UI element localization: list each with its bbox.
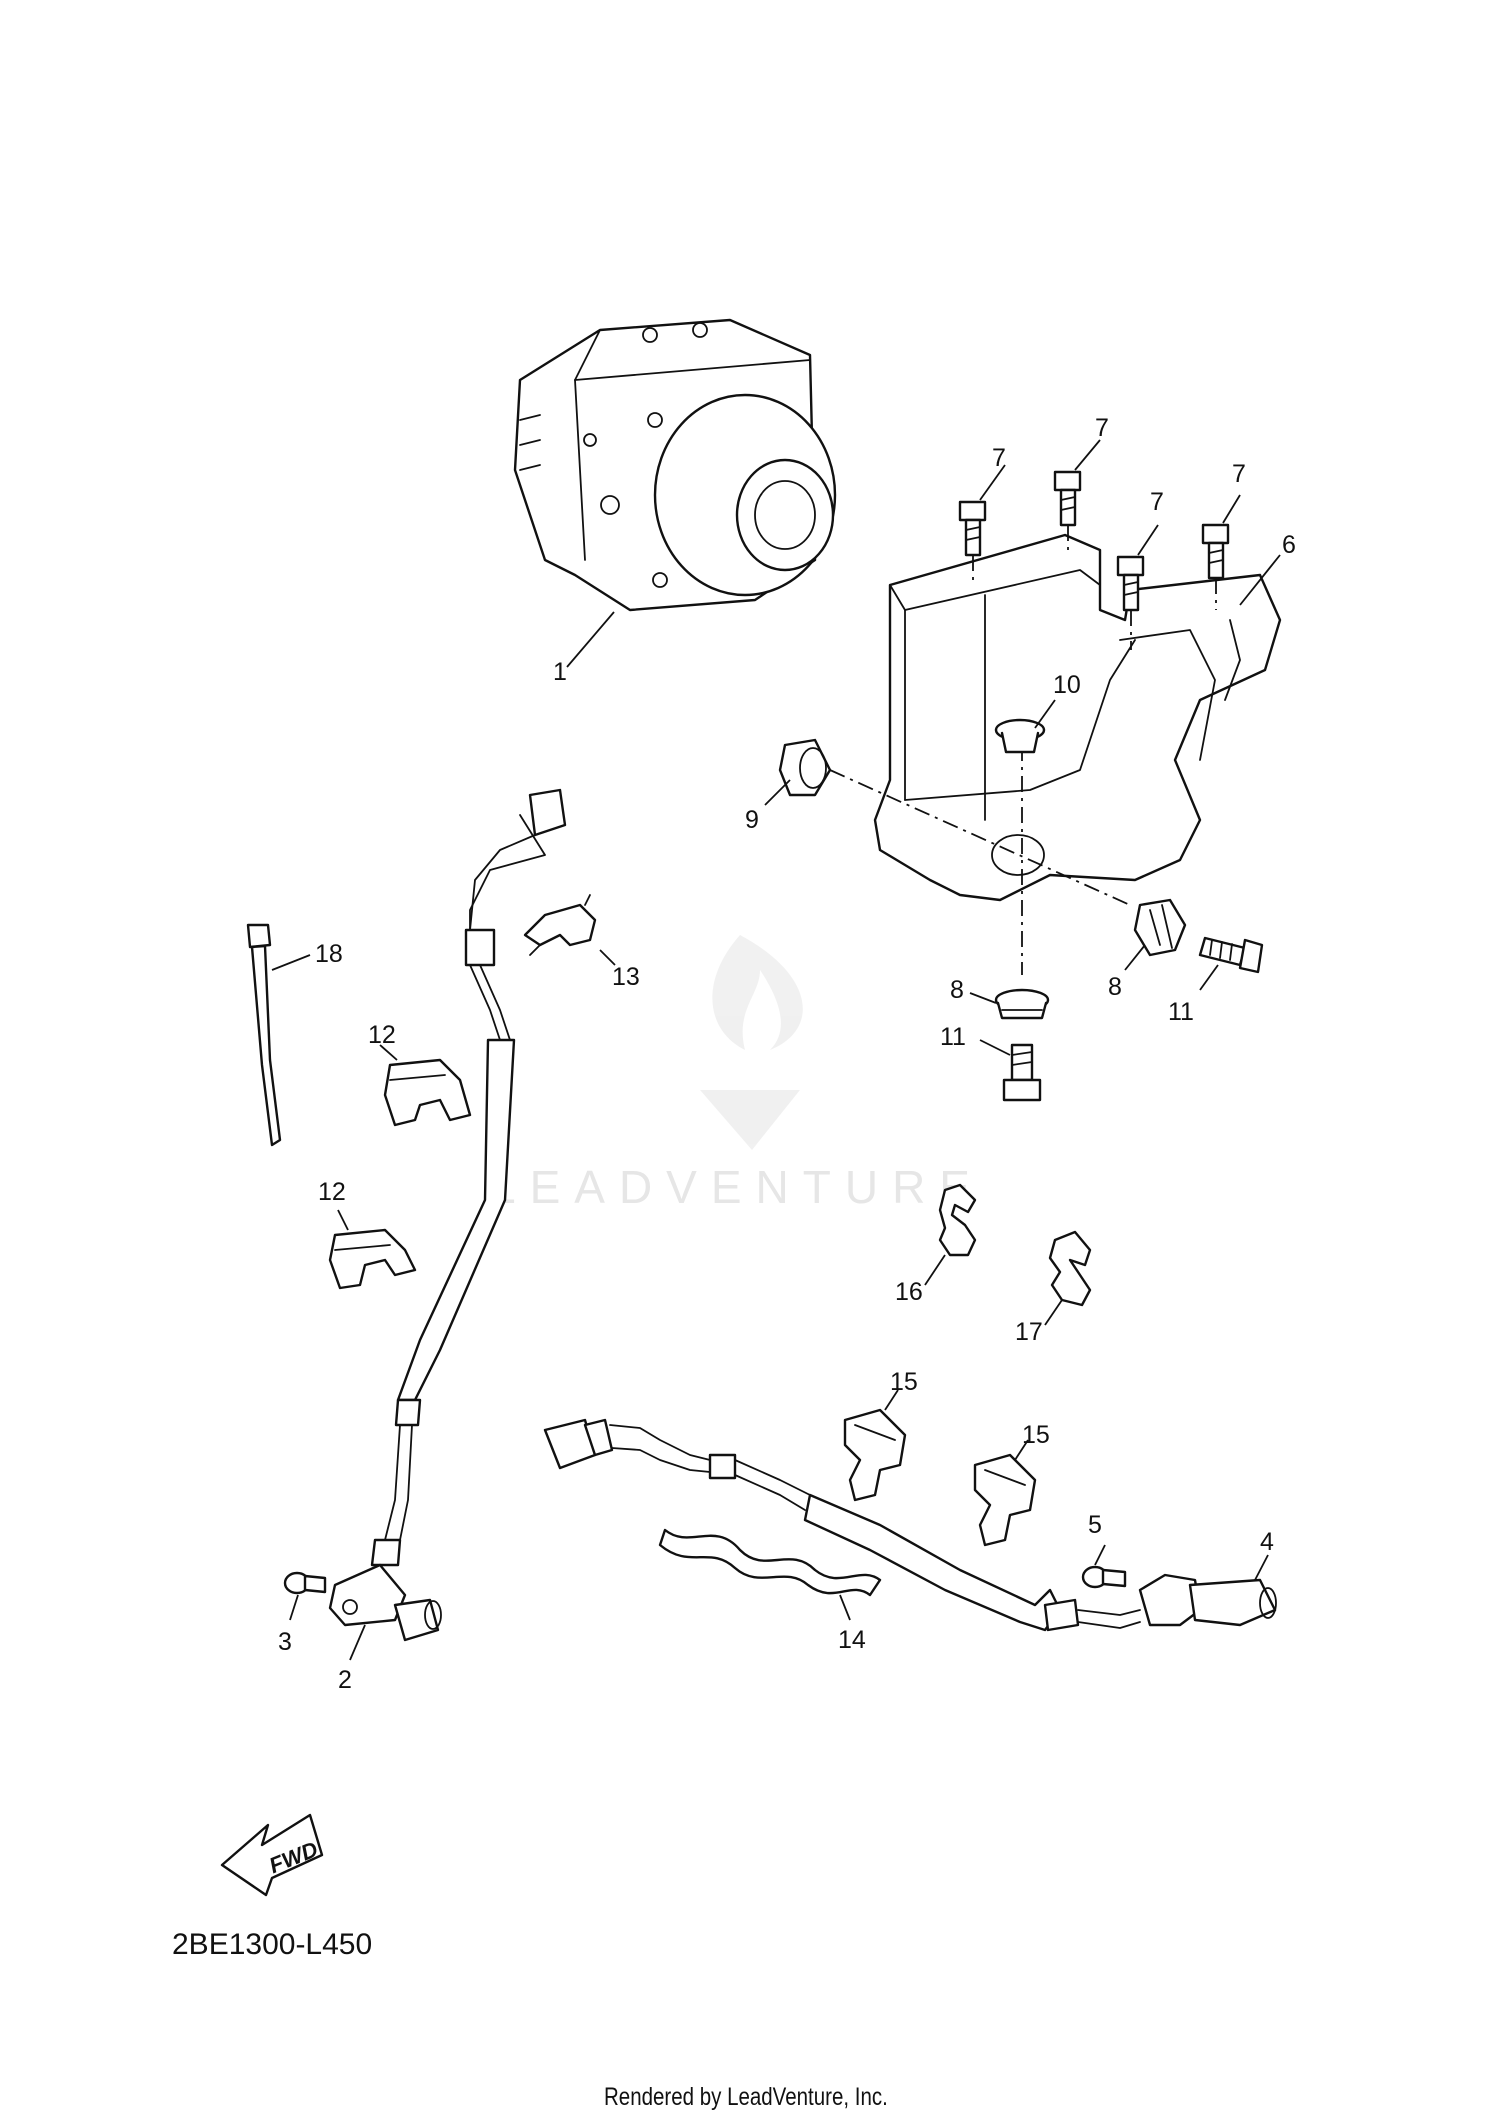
callout-10: 10 (1053, 671, 1081, 699)
callout-2: 2 (338, 1666, 352, 1694)
watermark-text: LEADVENTURE (490, 1161, 984, 1213)
callout-16: 16 (895, 1278, 923, 1306)
callout-9: 9 (745, 806, 759, 834)
grommet-8-lower[interactable] (994, 988, 1050, 1020)
callout-11b: 11 (1168, 998, 1194, 1026)
watermark-logo (700, 935, 803, 1150)
grommet-8-right[interactable] (1133, 898, 1187, 957)
abs-hydraulic-unit[interactable] (513, 318, 837, 612)
callout-14: 14 (838, 1626, 866, 1654)
callout-3: 3 (278, 1628, 292, 1656)
rear-wheel-sensor[interactable] (543, 1418, 1277, 1632)
callout-12b: 12 (318, 1178, 346, 1206)
screw-5[interactable] (1081, 1565, 1127, 1589)
callout-7d: 7 (1232, 460, 1246, 488)
callout-7a: 7 (992, 444, 1006, 472)
callout-8a: 8 (950, 976, 964, 1004)
callout-11a: 11 (940, 1023, 966, 1051)
callout-1: 1 (553, 658, 567, 686)
clamp-12b[interactable] (328, 1228, 417, 1290)
footer-credit: Rendered by LeadVenture, Inc. (604, 2083, 888, 2111)
front-wheel-sensor[interactable] (328, 788, 567, 1642)
fwd-arrow-icon: FWD (220, 1813, 324, 1897)
clip-16[interactable] (938, 1183, 977, 1257)
callout-17: 17 (1015, 1318, 1043, 1346)
clamp-12a[interactable] (383, 1058, 472, 1127)
grommet-9[interactable] (778, 738, 832, 797)
bolt-7a[interactable] (958, 500, 987, 557)
cable-tie-18[interactable] (246, 923, 282, 1147)
clip-17[interactable] (1048, 1230, 1092, 1307)
callout-18: 18 (315, 940, 343, 968)
bolt-11-right[interactable] (1198, 936, 1264, 974)
clamp-15a[interactable] (843, 1408, 907, 1502)
callout-6: 6 (1282, 531, 1296, 559)
callout-12a: 12 (368, 1021, 396, 1049)
protector-14[interactable] (658, 1528, 882, 1597)
bolt-7c[interactable] (1116, 555, 1145, 612)
callout-7c: 7 (1150, 488, 1164, 516)
screw-3[interactable] (283, 1571, 327, 1595)
grommet-10[interactable] (994, 718, 1046, 754)
callout-4: 4 (1260, 1528, 1274, 1556)
callout-13: 13 (612, 963, 640, 991)
callout-8b: 8 (1108, 973, 1122, 1001)
clamp-13[interactable] (523, 894, 597, 956)
callout-15b: 15 (1022, 1421, 1050, 1449)
bolt-11-lower[interactable] (1002, 1043, 1042, 1102)
callout-5: 5 (1088, 1511, 1102, 1539)
bolt-7b[interactable] (1053, 470, 1082, 527)
clamp-15b[interactable] (973, 1453, 1037, 1547)
callout-7b: 7 (1095, 414, 1109, 442)
bolt-7d[interactable] (1201, 523, 1230, 580)
bracket[interactable] (873, 533, 1282, 902)
diagram-code: 2BE1300-L450 (172, 1928, 373, 1961)
callout-15a: 15 (890, 1368, 918, 1396)
